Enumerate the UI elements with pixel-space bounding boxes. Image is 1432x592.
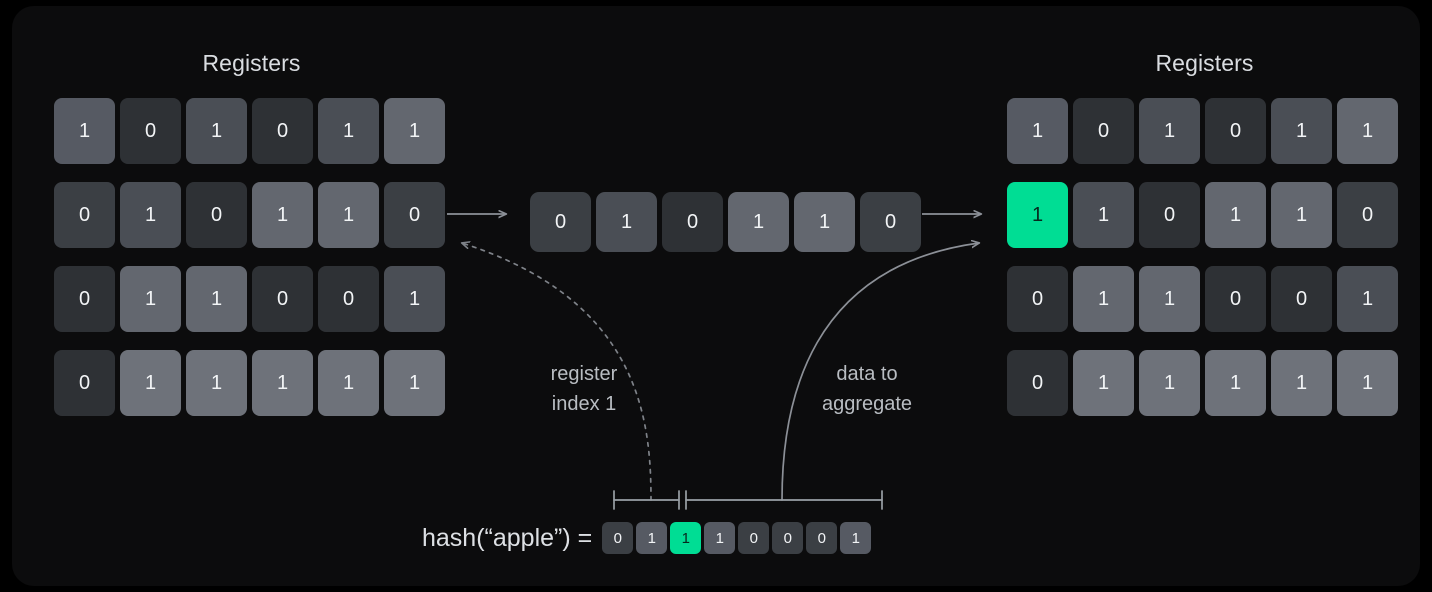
register-cell: 1 [384, 98, 445, 164]
register-cell: 1 [1073, 350, 1134, 416]
register-cell: 1 [1073, 266, 1134, 332]
register-cell: 1 [1271, 98, 1332, 164]
register-cell: 1 [636, 522, 668, 554]
register-cell: 0 [384, 182, 445, 248]
register-cell: 1 [384, 266, 445, 332]
register-cell: 0 [1007, 266, 1068, 332]
register-cell: 0 [602, 522, 634, 554]
register-cell-highlighted: 1 [670, 522, 702, 554]
register-cell: 1 [186, 98, 247, 164]
register-cell: 1 [318, 182, 379, 248]
register-cell: 0 [1271, 266, 1332, 332]
register-cell: 1 [186, 350, 247, 416]
register-cell: 1 [120, 350, 181, 416]
register-cell: 1 [1337, 266, 1398, 332]
register-cell: 1 [384, 350, 445, 416]
register-cell: 0 [530, 192, 591, 252]
register-cell: 0 [1139, 182, 1200, 248]
register-cell: 1 [1205, 182, 1266, 248]
register-cell-highlighted: 1 [1007, 182, 1068, 248]
register-cell: 1 [120, 182, 181, 248]
register-cell: 1 [318, 350, 379, 416]
register-cell: 0 [806, 522, 838, 554]
register-cell: 1 [252, 182, 313, 248]
register-cell: 0 [662, 192, 723, 252]
register-cell: 1 [1271, 182, 1332, 248]
register-cell: 1 [840, 522, 872, 554]
register-cell: 0 [772, 522, 804, 554]
register-cell: 0 [1007, 350, 1068, 416]
right-registers-title: Registers [1155, 50, 1254, 76]
register-cell: 1 [704, 522, 736, 554]
register-cell: 1 [596, 192, 657, 252]
register-cell: 0 [252, 266, 313, 332]
register-cell: 0 [252, 98, 313, 164]
register-cell: 1 [1337, 350, 1398, 416]
register-cell: 0 [120, 98, 181, 164]
register-cell: 1 [252, 350, 313, 416]
register-cell: 1 [1139, 98, 1200, 164]
register-cell: 0 [318, 266, 379, 332]
register-cell: 0 [1337, 182, 1398, 248]
register-cell: 0 [1205, 266, 1266, 332]
register-cell: 1 [1271, 350, 1332, 416]
register-cell: 1 [1139, 266, 1200, 332]
left-registers-title: Registers [202, 50, 301, 76]
register-cell: 1 [728, 192, 789, 252]
register-cell: 1 [54, 98, 115, 164]
register-cell: 0 [54, 350, 115, 416]
register-cell: 1 [1337, 98, 1398, 164]
register-cell: 0 [1205, 98, 1266, 164]
register-cell: 0 [186, 182, 247, 248]
register-cell: 1 [1139, 350, 1200, 416]
register-cell: 0 [1073, 98, 1134, 164]
register-cell: 1 [1007, 98, 1068, 164]
register-cell: 1 [1073, 182, 1134, 248]
register-cell: 0 [54, 266, 115, 332]
register-cell: 0 [54, 182, 115, 248]
register-cell: 1 [186, 266, 247, 332]
register-cell: 1 [120, 266, 181, 332]
register-cell: 0 [860, 192, 921, 252]
register-index-label: register index 1 [550, 363, 618, 415]
register-cell: 1 [318, 98, 379, 164]
register-cell: 1 [794, 192, 855, 252]
hash-function-label: hash(“apple”) = [422, 523, 593, 552]
data-to-aggregate-label: data to aggregate [821, 363, 913, 415]
register-cell: 0 [738, 522, 770, 554]
register-cell: 1 [1205, 350, 1266, 416]
